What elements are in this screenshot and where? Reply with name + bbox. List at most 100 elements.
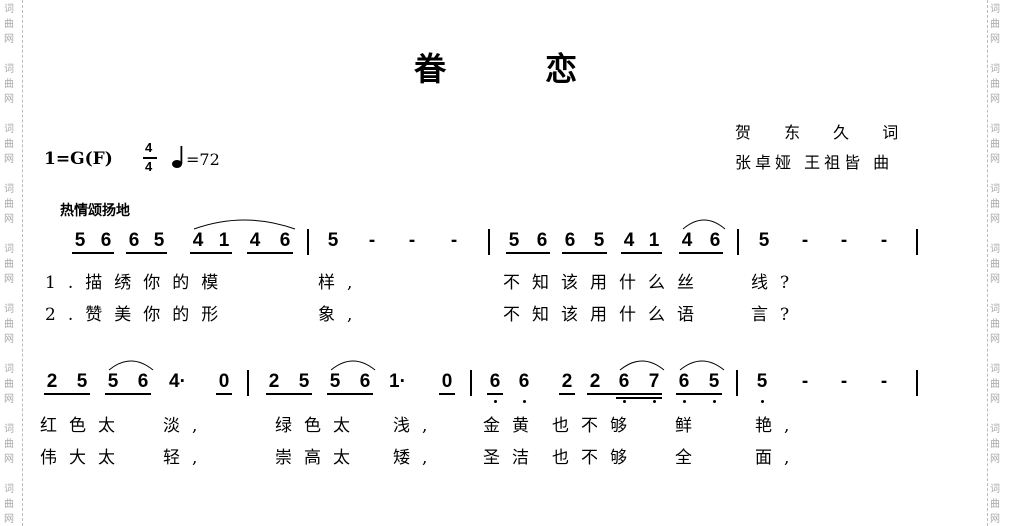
note: 1 — [648, 230, 660, 251]
slur-mark — [108, 360, 154, 371]
note: 6 — [709, 230, 721, 251]
time-signature-line — [143, 157, 157, 159]
watermark-text: 词曲网 — [4, 424, 14, 465]
barline — [737, 229, 739, 255]
note: 0 — [218, 371, 230, 392]
lyric-segment: 也不够 — [552, 416, 639, 436]
beam-underline — [679, 252, 723, 254]
barline — [736, 370, 738, 396]
watermark-text: 词曲网 — [4, 364, 14, 405]
lyric-segment: 红色太 — [40, 416, 127, 436]
beam-underline — [621, 252, 662, 254]
note: 5 — [329, 371, 341, 392]
expression-mark: 热情颂扬地 — [60, 203, 130, 219]
beam-underline — [190, 252, 232, 254]
note: 6 — [137, 371, 149, 392]
song-title: 眷 恋 — [414, 50, 622, 88]
sustain-dash: - — [368, 230, 376, 251]
watermark-text: 词曲网 — [990, 304, 1000, 345]
lyric-segment: 圣洁 — [483, 448, 541, 468]
watermark-text: 词曲网 — [4, 124, 14, 165]
lyricist: 贺 东 久 词 — [735, 123, 913, 142]
note: 6 — [128, 230, 140, 251]
note: 5 — [298, 371, 310, 392]
low-octave-dot — [683, 400, 686, 403]
lyric-segment: 线? — [751, 273, 802, 293]
time-signature-bottom: 4 — [145, 159, 153, 174]
note: 4 — [249, 230, 261, 251]
low-octave-dot — [761, 400, 764, 403]
beam-underline — [44, 393, 90, 395]
lyric-segment: 2.赞美你的形 — [45, 305, 231, 325]
note: 6 — [564, 230, 576, 251]
sustain-dash: - — [408, 230, 416, 251]
note: 5 — [327, 230, 339, 251]
beam-underline — [105, 393, 151, 395]
watermark-text: 词曲网 — [990, 4, 1000, 45]
watermark-text: 词曲网 — [990, 124, 1000, 165]
note: 5 — [756, 371, 768, 392]
low-octave-dot — [523, 400, 526, 403]
watermark-text: 词曲网 — [4, 304, 14, 345]
slur-mark — [619, 360, 665, 371]
watermark-text: 词曲网 — [4, 244, 14, 285]
sustain-dash: - — [840, 230, 848, 251]
watermark-text: 词曲网 — [990, 64, 1000, 105]
lyric-segment: 艳, — [755, 416, 802, 436]
tempo-value: =72 — [186, 150, 220, 169]
sustain-dash: - — [801, 371, 809, 392]
low-octave-dot — [653, 400, 656, 403]
watermark-text: 词曲网 — [990, 184, 1000, 225]
beam-underline — [126, 252, 167, 254]
beam-underline — [562, 252, 607, 254]
sustain-dash: - — [450, 230, 458, 251]
note: 1 — [218, 230, 230, 251]
beam-underline — [439, 393, 455, 395]
beam-underline — [616, 397, 662, 399]
barline — [916, 229, 918, 255]
lyric-segment: 全 — [675, 448, 704, 468]
lyric-segment: 崇高太 — [275, 448, 362, 468]
sustain-dash: - — [840, 371, 848, 392]
key-tonic: 1=G(F) — [44, 149, 113, 169]
lyric-segment: 浅, — [393, 416, 440, 436]
watermark-text: 词曲网 — [990, 424, 1000, 465]
note: 5 — [76, 371, 88, 392]
watermark-text: 词曲网 — [990, 364, 1000, 405]
barline — [247, 370, 249, 396]
note: 6 — [359, 371, 371, 392]
lyric-segment: 象, — [318, 305, 365, 325]
lyric-segment: 金黄 — [483, 416, 541, 436]
note: 6 — [536, 230, 548, 251]
left-margin-line — [22, 0, 23, 526]
note: 5 — [74, 230, 86, 251]
lyric-segment: 鲜 — [675, 416, 704, 436]
right-margin-line — [987, 0, 988, 526]
beam-underline — [559, 393, 575, 395]
beam-underline — [266, 393, 312, 395]
beam-underline — [216, 393, 232, 395]
time-signature-top: 4 — [145, 140, 153, 155]
beam-underline — [72, 252, 114, 254]
note: 4 — [192, 230, 204, 251]
low-octave-dot — [494, 400, 497, 403]
note: 0 — [441, 371, 453, 392]
note: 1· — [389, 371, 406, 392]
watermark-text: 词曲网 — [4, 4, 14, 45]
note: 5 — [758, 230, 770, 251]
note: 6 — [489, 371, 501, 392]
barline — [488, 229, 490, 255]
note: 5 — [593, 230, 605, 251]
barline — [307, 229, 309, 255]
lyric-segment: 言? — [751, 305, 802, 325]
lyric-segment: 不知该用什么丝 — [503, 273, 706, 293]
lyric-segment: 样, — [318, 273, 365, 293]
barline — [916, 370, 918, 396]
note: 6 — [100, 230, 112, 251]
watermark-text: 词曲网 — [990, 484, 1000, 525]
barline — [470, 370, 472, 396]
sustain-dash: - — [880, 230, 888, 251]
slur-mark — [682, 219, 726, 230]
note: 2 — [46, 371, 58, 392]
